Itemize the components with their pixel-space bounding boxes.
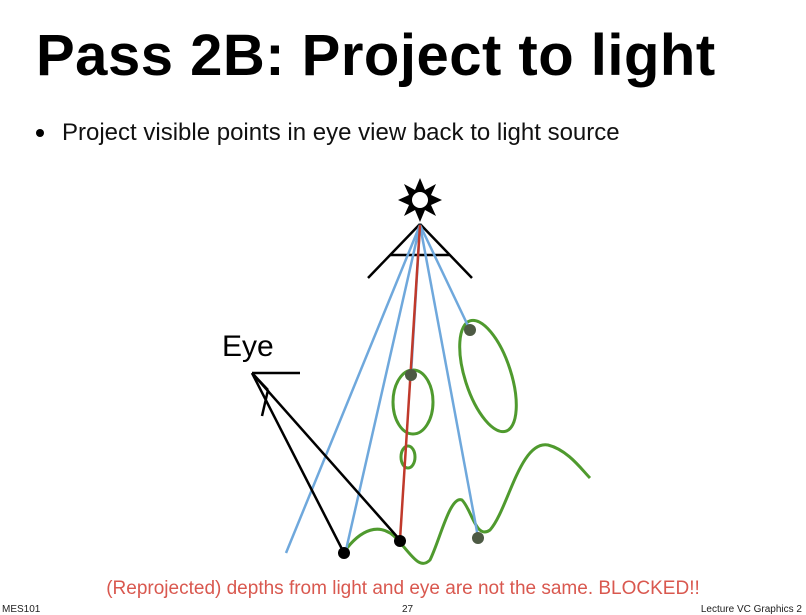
ellipse-object-large [458,318,518,434]
surface-points [338,324,484,559]
bullet-text: Project visible points in eye view back … [62,119,620,146]
projected-point-1 [405,369,417,381]
visible-point-2 [394,535,406,547]
footer-right: Lecture VC Graphics 2 [700,604,802,615]
slide-title: Pass 2B: Project to light [36,23,716,88]
light-frustum [367,223,473,279]
ray-mid-right [418,224,480,538]
caption-text: (Reprojected) depths from light and eye … [106,578,700,599]
footer-left: MES101 [2,604,41,615]
bullet-item: Project visible points in eye view back … [36,119,620,147]
footer-page-number: 27 [402,604,414,615]
bullet-dot [36,129,44,137]
ellipse-object-small [399,444,417,470]
blocked-ray [398,224,422,541]
sun-icon [398,178,442,222]
ray-left [344,224,422,551]
surface-curve [342,443,592,565]
projected-point-2 [464,324,476,336]
eye-ray-1 [250,372,346,554]
ray-far-left [284,224,422,554]
eye-ray-2 [251,372,401,541]
ray-right [418,224,472,331]
visible-point-1 [338,547,350,559]
projected-point-3 [472,532,484,544]
eye-rays [250,372,401,554]
eye-label: Eye [222,330,274,363]
light-projection-rays [284,224,480,554]
